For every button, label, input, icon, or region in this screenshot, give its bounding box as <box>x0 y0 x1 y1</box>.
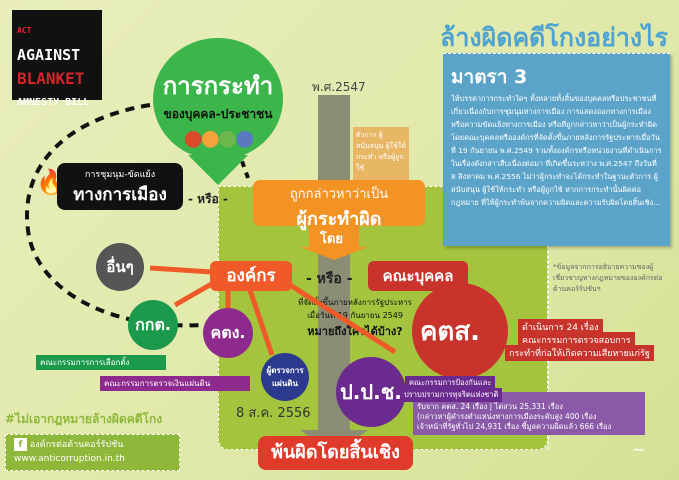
political-big: ทางการเมือง <box>73 185 167 205</box>
logo: ACT AGAINST BLANKET AMNESTY BILL <box>12 10 102 108</box>
people-icon: ●●●● <box>183 126 255 151</box>
article-body: ให้บรรดาการกระทำใดๆ ทั้งหลายทั้งสิ้นของบ… <box>451 94 662 207</box>
others-circle: อื่นๆ <box>96 243 144 291</box>
nacc-full2: ปราบปรามการทุจริตแห่งชาติ <box>400 388 503 402</box>
logo-line2: BLANKET <box>17 69 85 88</box>
asc-full1: คณะกรรมการตรวจสอบการ <box>518 332 635 348</box>
question-line2: เมื่อวันที่ 19 กันยายน 2549 <box>307 311 403 320</box>
nacc-stat3: เจ้าหน้าที่รัฐทั่วไป 24,931 เรื่อง ชี้มู… <box>417 422 612 431</box>
question: ที่จัดตั้งขึ้นภายหลังการรัฐประหาร เมื่อว… <box>290 296 420 340</box>
oag-label: คณะกรรมการตรวจเงินแผ่นดิน <box>100 376 250 391</box>
result-box: พ้นผิดโดยสิ้นเชิง <box>258 436 413 470</box>
question-line3: หมายถึงใครได้บ้าง? <box>307 325 403 338</box>
footer-org: องค์กรต่อต้านคอร์รัปชัน <box>29 440 124 450</box>
footer-box: f องค์กรต่อต้านคอร์รัปชัน www.anticorrup… <box>5 434 180 471</box>
accused-box: ถูกกล่าวหาว่าเป็น ผู้กระทำผิด <box>253 180 425 230</box>
footer-url[interactable]: www.anticorruption.in.th <box>14 454 125 464</box>
signature: ~ <box>632 440 646 459</box>
asc-count: ดำเนินการ 24 เรื่อง <box>518 319 603 335</box>
question-line1: ที่จัดตั้งขึ้นภายหลังการรัฐประหาร <box>298 298 412 307</box>
nacc-full1: คณะกรรมการป้องกันและ <box>405 376 496 390</box>
ect-circle: กกต. <box>128 300 178 350</box>
by-arrowhead <box>300 247 368 260</box>
oag-circle: คตง. <box>203 308 253 358</box>
nacc-stat2: (กล่าวหาผู้ดำรงตำแหน่งทางการเมืองระดับสู… <box>417 412 597 421</box>
or-label-2: - หรือ - <box>306 271 353 287</box>
accused-line2: ผู้กระทำผิด <box>296 209 382 230</box>
political-small: การชุมนุม-ขัดแย้ง <box>84 170 156 180</box>
logo-act: ACT <box>17 26 32 35</box>
logo-line1: AGAINST <box>17 46 81 64</box>
action-circle: การกระทำ ของบุคคล-ประชาชน ●●●● <box>153 38 283 160</box>
ect-label: คณะกรรมการการเลือกตั้ง <box>36 355 166 370</box>
year-start: พ.ศ.2547 <box>312 80 366 94</box>
political-box: การชุมนุม-ขัดแย้ง ทางการเมือง <box>57 163 183 210</box>
asc-full2: กระทำที่ก่อให้เกิดความเสียหายแก่รัฐ <box>505 345 654 361</box>
hashtag: #ไม่เอากฎหมายล้างผิดคดีโกง <box>5 412 163 426</box>
article-heading: มาตรา 3 <box>451 66 528 88</box>
nacc-stat1: รับจาก คตส. 24 เรื่อง | ไต่สวน 25,331 เร… <box>417 402 563 411</box>
org-box: องค์กร <box>210 261 292 291</box>
by-label: โดย <box>320 232 344 247</box>
by-arrow <box>309 225 359 247</box>
accused-line1: ถูกกล่าวหาว่าเป็น <box>289 187 389 202</box>
action-title: การกระทำ <box>162 72 274 100</box>
or-label: - หรือ - <box>188 192 228 206</box>
year-end: 8 ส.ค. 2556 <box>236 406 311 421</box>
facebook-icon[interactable]: f <box>14 438 27 451</box>
action-subtitle: ของบุคคล-ประชาชน <box>163 107 273 121</box>
article-box: มาตรา 3 ให้บรรดาการกระทำใดๆ ทั้งหลายทั้ง… <box>443 53 670 246</box>
nacc-circle: ป.ป.ช. <box>336 357 406 427</box>
action-arrow <box>188 155 248 185</box>
asc-circle: คตส. <box>412 283 508 379</box>
source-note: *ข้อมูลจากการอธิบายความของผู้เชี่ยวชาญทา… <box>553 263 663 293</box>
ombudsman-circle: ผู้ตรวจการแผ่นดิน <box>261 353 309 401</box>
page-title: ล้างผิดคดีโกงอย่างไร <box>440 23 669 52</box>
roles-note: ตัวการ ผู้สนับสนุน ผู้ใช้ให้กระทำ หรือผู… <box>353 127 409 183</box>
logo-line3: AMNESTY BILL <box>17 97 90 108</box>
